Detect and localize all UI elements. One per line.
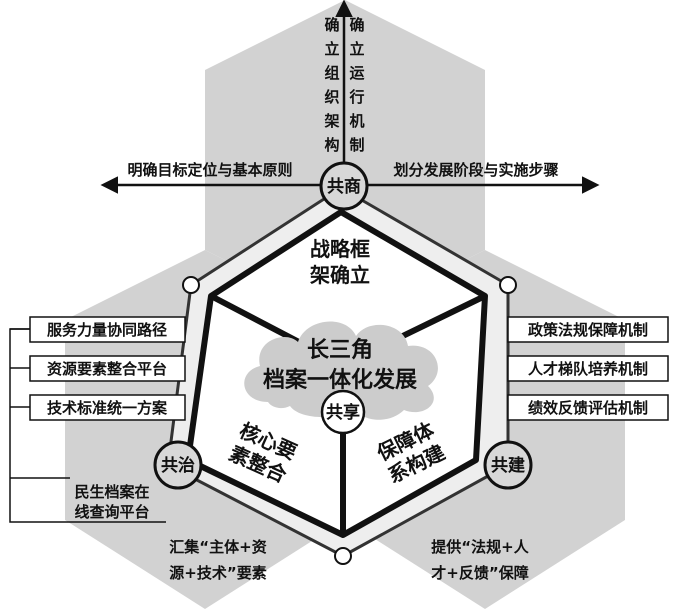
right-item-box-3 (507, 394, 669, 421)
right-item-2: 人才梯队培养机制 (528, 360, 648, 378)
bottom-left-line1: 汇集“主体+资 (169, 538, 266, 556)
dot-right (499, 276, 517, 294)
center-title-line2: 档案一体化发展 (263, 367, 417, 393)
node-center-label: 共享 (326, 402, 360, 423)
top-right-vertical-text: 确立运行机制 (348, 16, 364, 154)
node-top-label: 共商 (327, 176, 361, 197)
right-item-box-1 (507, 316, 669, 343)
left-item-box-2 (29, 355, 186, 382)
node-center-circle (320, 389, 366, 435)
right-item-box-2 (507, 355, 669, 382)
node-left-circle (153, 440, 203, 490)
top-left-vertical-label: 确立组织架构 (323, 16, 339, 154)
left-extra-line1: 民生档案在 (74, 483, 149, 501)
right-item-3: 绩效反馈评估机制 (528, 399, 648, 417)
center-title-line1: 长三角 (307, 337, 373, 363)
node-right-label: 共建 (491, 455, 525, 476)
bottom-right-line2: 才+反馈”保障 (431, 564, 528, 582)
node-top-circle (319, 161, 369, 211)
bottom-left-line2: 源+技术”要素 (169, 564, 266, 582)
left-item-box-1 (29, 316, 186, 343)
left-item-2: 资源要素整合平台 (47, 360, 167, 378)
dot-bottom (334, 547, 352, 565)
right-item-1: 政策法规保障机制 (528, 321, 648, 339)
face-top-line1: 战略框 (310, 237, 370, 261)
top-right-vertical-label: 确立运行机制 (348, 16, 364, 154)
left-item-1: 服务力量协同路径 (47, 321, 167, 339)
face-top-line2: 架确立 (310, 263, 370, 287)
left-item-3: 技术标准统一方案 (47, 399, 168, 417)
left-extra-line2: 线查询平台 (74, 503, 149, 521)
center-cloud (244, 321, 438, 420)
left-item-box-3 (29, 394, 186, 421)
node-left-label: 共治 (161, 455, 195, 476)
top-right-horizontal-label: 划分发展阶段与实施步骤 (393, 161, 558, 179)
bottom-right-line1: 提供“法规+人 (431, 538, 529, 556)
dot-left (182, 276, 200, 294)
top-left-horizontal-label: 明确目标定位与基本原则 (127, 161, 292, 179)
node-right-circle (483, 440, 533, 490)
top-left-vertical-text: 确立组织架构 (323, 16, 339, 154)
